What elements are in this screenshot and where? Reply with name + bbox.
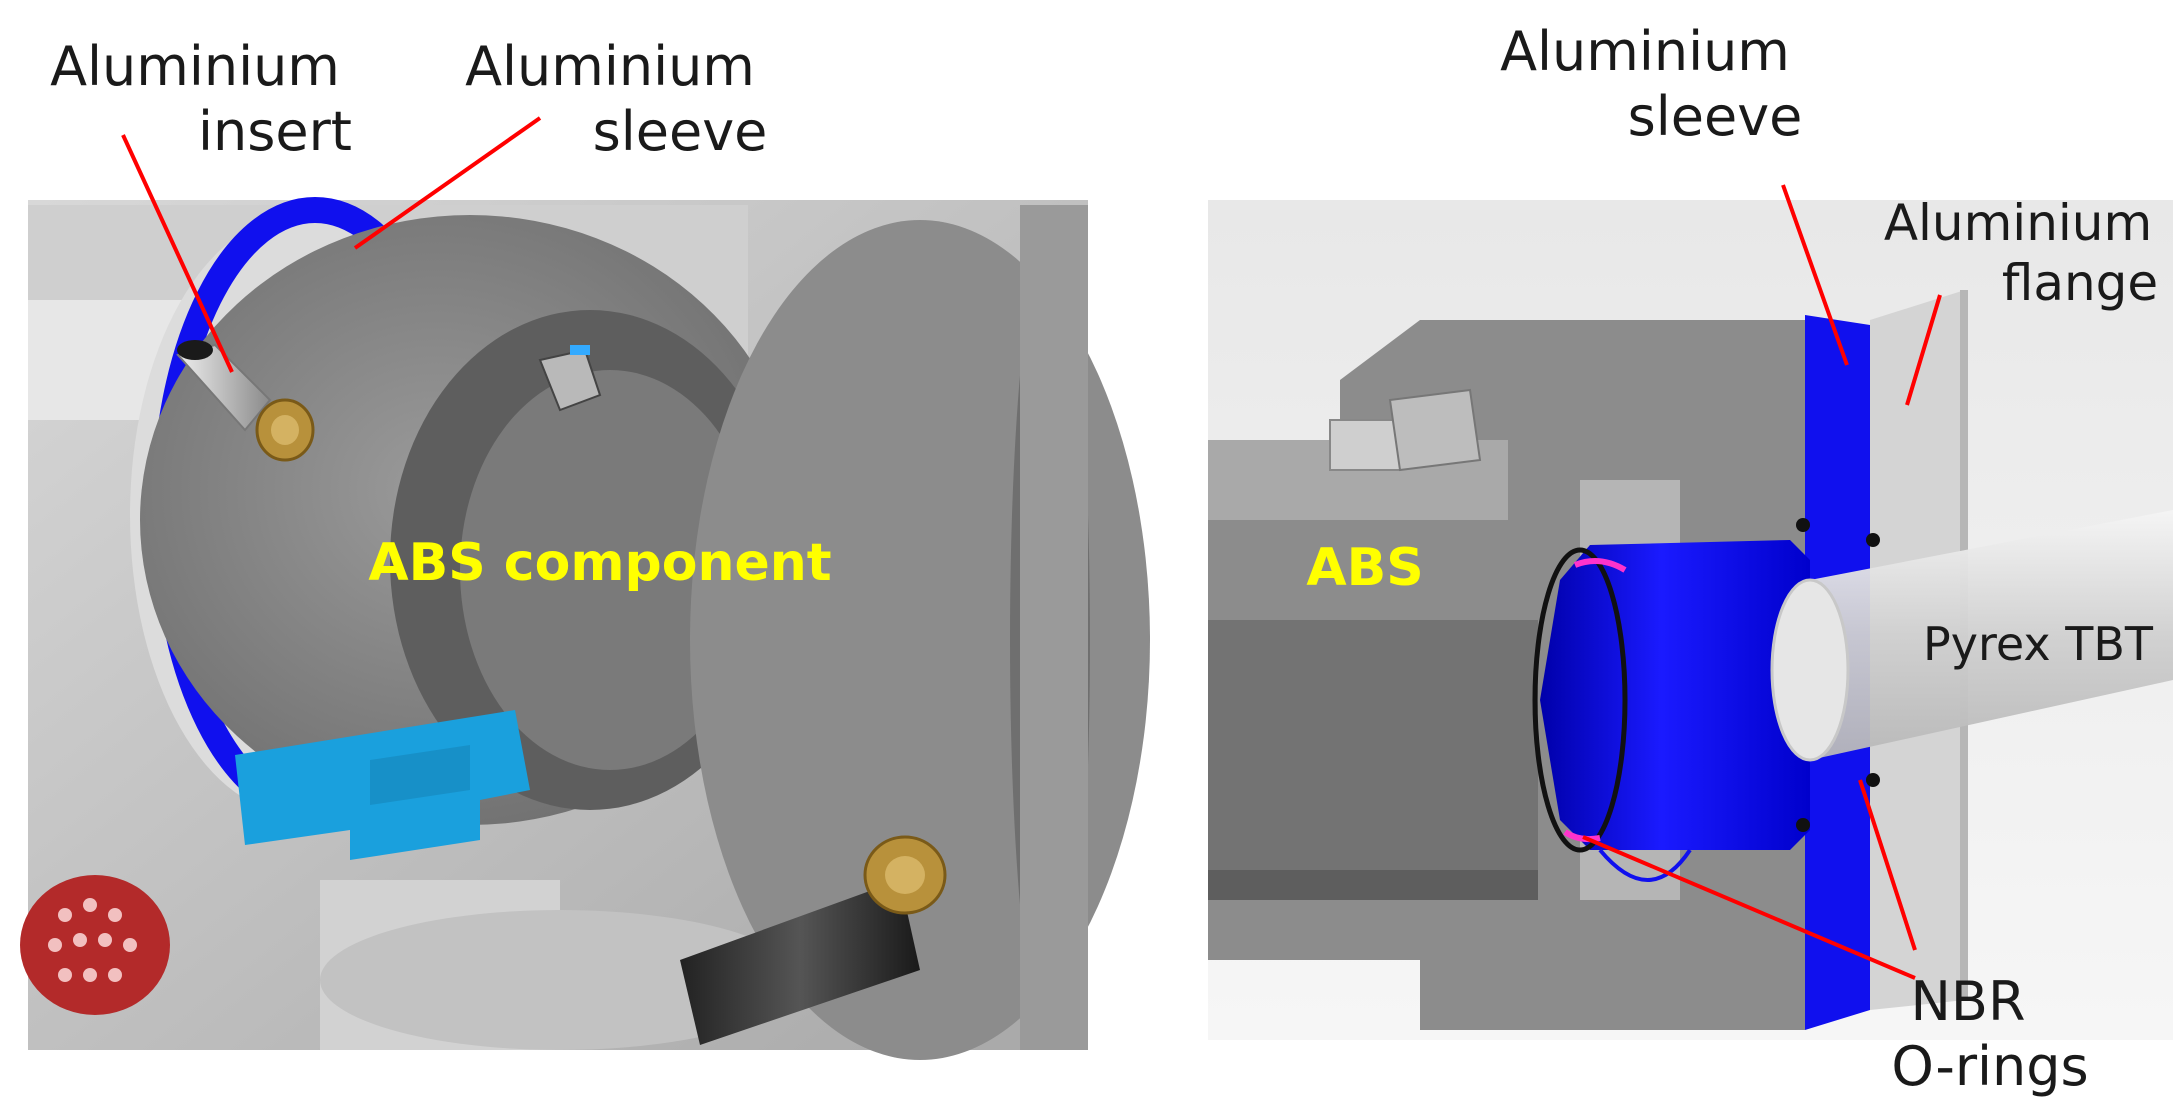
- callout-line-sleeve-right: [1781, 184, 1849, 366]
- insert-brass-nut-center: [271, 415, 299, 445]
- callout-line-insert: [121, 134, 234, 373]
- label-sleeve-left-line1: Aluminium: [465, 35, 755, 98]
- recess-connector-cap: [570, 345, 590, 355]
- label-nbr-line2: O-rings: [1891, 1035, 2088, 1098]
- o-ring-magenta-bottom: [1563, 829, 1601, 843]
- aluminium-sleeve-inner: [1540, 540, 1810, 850]
- pyrex-tube-end: [1770, 578, 1850, 762]
- abs-bore-shadow: [1208, 870, 1538, 900]
- sleeve-bore-edge: [1532, 547, 1628, 853]
- label-insert-line2: insert: [198, 100, 352, 163]
- o-ring-2: [1866, 533, 1880, 547]
- insert-tip: [177, 340, 213, 360]
- abs-bore: [1208, 620, 1538, 900]
- label-flange-line1: Aluminium: [1884, 194, 2152, 252]
- label-nbr-line1: NBR: [1911, 970, 2026, 1033]
- o-ring-magenta-top: [1573, 558, 1627, 573]
- callout-line-nbr-1: [1858, 779, 1917, 951]
- label-abs-component: ABS component: [368, 533, 831, 593]
- bolt-head: [1388, 388, 1482, 472]
- callout-line-sleeve-left: [353, 116, 542, 250]
- bolt-body: [1329, 419, 1401, 471]
- abs-front-shade: [1020, 205, 1088, 1050]
- sensor-brass-nut-center: [885, 856, 925, 894]
- o-ring-blue-loop: [1598, 848, 1692, 882]
- lower-glass-tube: [320, 910, 800, 1050]
- o-ring-4: [1866, 773, 1880, 787]
- label-sleeve-left-line2: sleeve: [593, 100, 768, 163]
- o-ring-1: [1796, 518, 1810, 532]
- callout-line-flange: [1905, 294, 1942, 406]
- right-panel: Aluminium sleeve Aluminium flange ABS Py…: [1208, 20, 2173, 1098]
- label-insert-line1: Aluminium: [50, 35, 340, 98]
- label-abs: ABS: [1306, 538, 1423, 598]
- label-sleeve-right-line1: Aluminium: [1500, 20, 1790, 83]
- red-perforated-disk: [20, 875, 170, 1015]
- label-flange-line2: flange: [2002, 254, 2158, 312]
- abs-inner-face: [460, 370, 760, 770]
- black-sensor: [680, 880, 920, 1045]
- left-panel: Aluminium insert Aluminium sleeve ABS co…: [20, 35, 1150, 1060]
- callout-line-nbr-2: [1582, 835, 1916, 980]
- o-ring-3: [1796, 818, 1810, 832]
- label-sleeve-right-line2: sleeve: [1628, 85, 1803, 148]
- pyrex-tube: [1810, 510, 2173, 760]
- label-pyrex: Pyrex TBT: [1923, 617, 2154, 671]
- blue-clamp: [235, 710, 530, 860]
